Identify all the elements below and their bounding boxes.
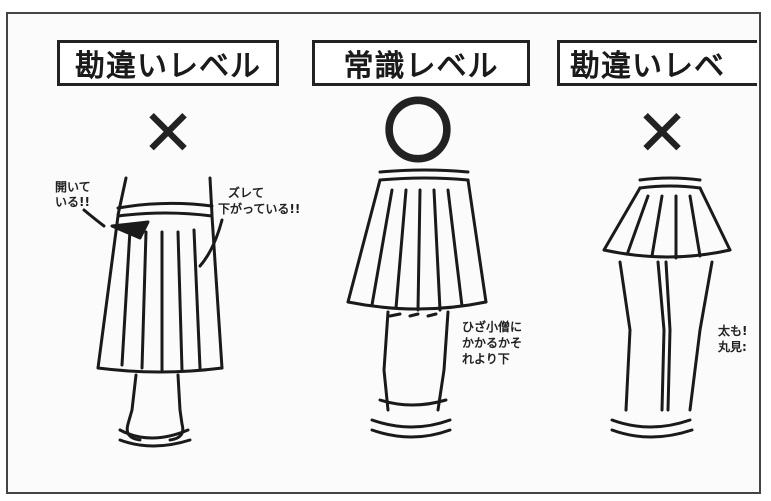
figure-center-knee-skirt — [346, 168, 488, 439]
label-misguided-left-text: 勘違いレベル — [75, 49, 261, 84]
label-common-sense: 常識レベル — [312, 40, 530, 86]
label-misguided-left: 勘違いレベル — [57, 40, 279, 86]
annotation-slip-line2: 下がっている!! — [218, 202, 301, 216]
cross-mark-left-icon: ✕ — [141, 97, 195, 171]
figure-left-long-skirt — [96, 176, 224, 448]
label-common-sense-text: 常識レベル — [343, 49, 499, 84]
circle-mark-center-icon: 〇 — [383, 91, 453, 173]
cross-mark-right-icon: ✕ — [635, 97, 689, 171]
annotation-thigh-line2: 丸見: — [718, 340, 747, 354]
label-misguided-right-text: 勘違いレベ — [570, 49, 725, 84]
annotation-open-line1: 開いて — [55, 180, 91, 194]
label-misguided-right: 勘違いレベ — [557, 40, 757, 86]
annotation-knee-line1: ひざ小僧に — [462, 320, 523, 334]
annotation-slip-line1: ズレて — [228, 186, 265, 200]
annotation-knee-line2: かかるかそ — [462, 336, 523, 350]
annotation-knee-line3: れより下 — [462, 352, 510, 366]
figure-right-short-skirt — [602, 176, 732, 439]
annotation-thigh-line1: 太も! — [718, 324, 748, 338]
annotation-open-line2: いる!! — [55, 195, 90, 209]
